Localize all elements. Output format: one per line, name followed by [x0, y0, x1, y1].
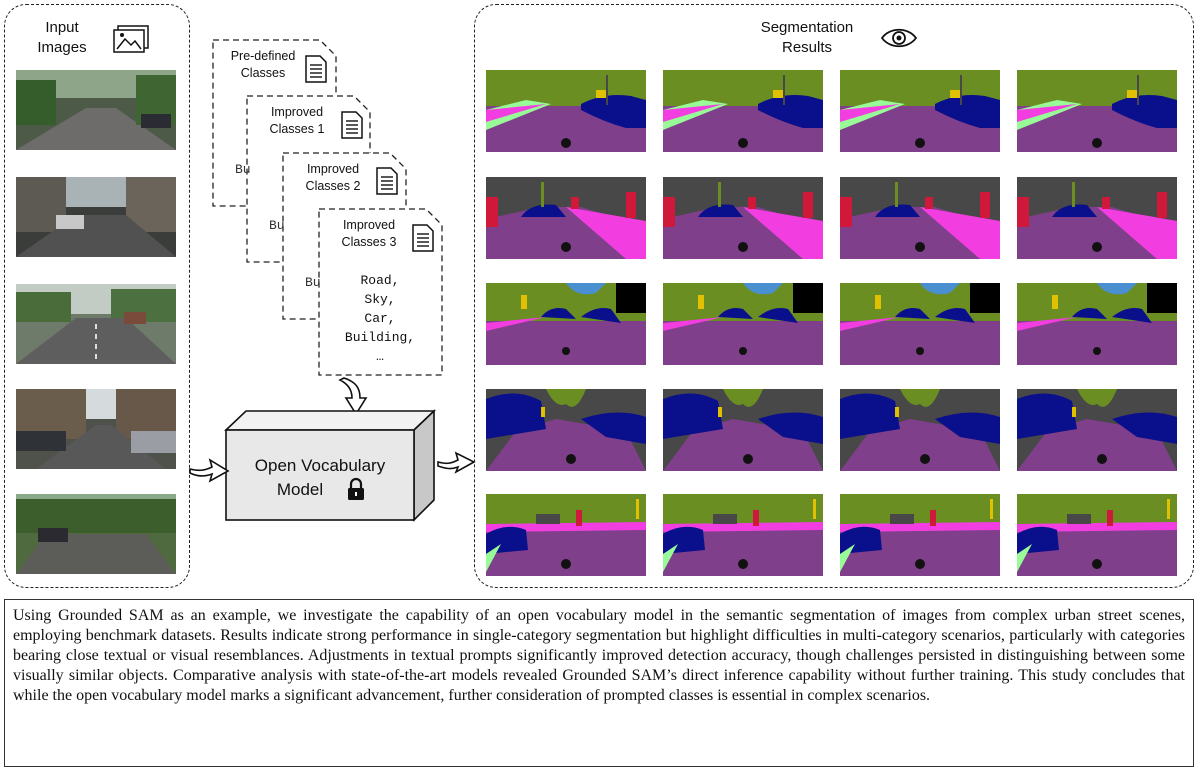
class-item: Car,	[364, 311, 396, 326]
input-image-2	[16, 177, 176, 257]
seg-row-3	[486, 283, 1177, 365]
seg-row-2	[486, 177, 1177, 259]
arrow-model-to-results	[437, 451, 476, 474]
class-card-improved-1: Improved Classes 1 Bu	[247, 96, 371, 246]
model-label: Open Vocabulary Model	[254, 456, 386, 499]
class-item: Road,	[360, 273, 400, 288]
class-card-peek: Bu	[235, 162, 251, 177]
model-box	[223, 409, 437, 522]
document-icon	[341, 111, 363, 139]
document-icon	[376, 167, 398, 195]
seg-row-1	[486, 70, 1177, 152]
class-card-title: Pre-defined Classes	[230, 49, 296, 80]
document-icon	[412, 224, 434, 252]
input-images-panel	[4, 4, 190, 588]
eye-icon	[880, 28, 918, 48]
class-card-improved-3: Improved Classes 3 Road, Sky, Car, Build…	[319, 209, 443, 364]
seg-row-4	[486, 389, 1177, 471]
class-item: Sky,	[364, 292, 396, 307]
class-cards-outlines	[212, 39, 443, 376]
abstract-caption: Using Grounded SAM as an example, we inv…	[4, 599, 1194, 767]
input-image-4	[16, 389, 176, 469]
lock-icon	[348, 477, 364, 500]
class-item: Building,	[344, 330, 416, 345]
seg-row-5	[486, 494, 1177, 576]
input-image-5	[16, 494, 176, 574]
arrow-input-to-model	[189, 458, 230, 483]
class-card-title: Improved Classes 1	[269, 105, 325, 136]
segmentation-results-panel	[474, 4, 1194, 588]
segmentation-results-title: Segmentation Results	[760, 19, 854, 56]
class-item: …	[376, 349, 384, 364]
input-image-3	[16, 284, 176, 364]
class-card-peek: Bu	[269, 218, 285, 233]
input-images-title: Input Images	[37, 19, 87, 56]
class-card-peek: Bu	[305, 275, 321, 290]
document-icon	[305, 55, 327, 83]
input-image-1	[16, 70, 176, 150]
segmentation-grid	[486, 70, 1177, 576]
images-icon	[113, 25, 149, 53]
class-card-title: Improved Classes 2	[305, 162, 361, 193]
arrow-down-to-model	[338, 377, 368, 416]
class-card-title: Improved Classes 3	[341, 218, 397, 249]
class-card-improved-2: Improved Classes 2 Bu	[283, 153, 407, 303]
class-list: Road, Sky, Car, Building, …	[325, 271, 435, 366]
class-card-predefined: Pre-defined Classes Bu	[213, 40, 337, 190]
